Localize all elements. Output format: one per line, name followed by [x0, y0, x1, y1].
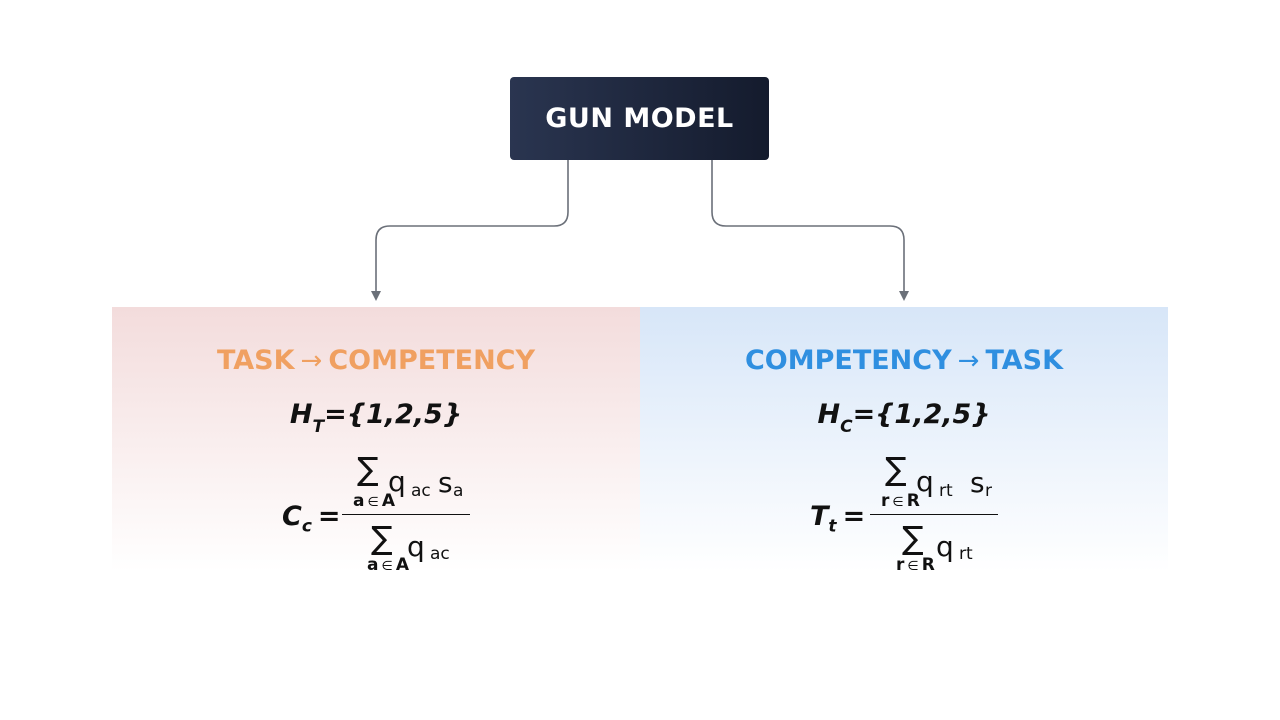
root-node-label: GUN MODEL: [545, 103, 734, 134]
left-lhs-equals: =: [317, 501, 341, 532]
left-num-q: q: [388, 465, 406, 498]
right-fraction-line: [870, 514, 998, 515]
left-num-q-sub: ac: [411, 481, 431, 501]
connector-right: [711, 160, 909, 301]
connector-left: [371, 160, 569, 301]
right-heading-to: TASK: [985, 345, 1064, 376]
right-lhs-equals: =: [842, 501, 866, 532]
right-formula: Tt= ∑ r∈R q rt s r ∑ r∈R q rt: [640, 450, 1168, 575]
right-num-index: r∈R: [881, 491, 920, 511]
right-num-sigma: ∑: [885, 450, 907, 488]
left-set-sub: T: [312, 417, 325, 438]
left-den-q-sub: ac: [430, 544, 450, 564]
right-heading: COMPETENCY→TASK: [640, 345, 1168, 376]
left-den-q: q: [407, 530, 425, 563]
root-node-gun-model: GUN MODEL: [510, 77, 769, 160]
left-heading-to: COMPETENCY: [328, 345, 536, 376]
right-set-equation: HC={1,2,5}: [640, 399, 1168, 438]
right-lhs-symbol: T: [810, 501, 829, 532]
left-den-index: a∈A: [367, 555, 409, 575]
right-set-sub: C: [840, 417, 853, 438]
right-num-q-sub: rt: [939, 481, 953, 501]
right-den-q: q: [936, 530, 954, 563]
left-heading-from: TASK: [216, 345, 295, 376]
right-formula-lhs: Tt=: [810, 501, 865, 536]
left-heading-arrow: →: [300, 346, 323, 376]
left-set-symbol: H: [289, 399, 313, 430]
left-formula: Cc= ∑ a∈A q ac s a ∑ a∈A q ac: [112, 450, 640, 575]
right-lhs-sub: t: [828, 516, 837, 537]
left-den-sigma: ∑: [371, 519, 393, 557]
right-heading-from: COMPETENCY: [744, 345, 952, 376]
left-num-s: s: [438, 466, 453, 499]
left-set-equation: HT={1,2,5}: [112, 399, 640, 438]
right-den-sigma: ∑: [902, 519, 924, 557]
left-formula-lhs: Cc=: [282, 501, 341, 536]
right-set-rest: ={1,2,5}: [852, 399, 991, 430]
left-set-rest: ={1,2,5}: [324, 399, 463, 430]
left-heading: TASK→COMPETENCY: [112, 345, 640, 376]
left-num-sigma: ∑: [357, 450, 379, 488]
right-num-s: s: [970, 466, 985, 499]
right-num-q: q: [916, 465, 934, 498]
left-num-s-sub: a: [453, 481, 464, 501]
panel-competency-to-task: COMPETENCY→TASK HC={1,2,5} Tt= ∑ r∈R q r…: [640, 307, 1168, 575]
panel-task-to-competency: TASK→COMPETENCY HT={1,2,5} Cc= ∑ a∈A q a…: [112, 307, 640, 575]
left-fraction-line: [342, 514, 470, 515]
right-num-s-sub: r: [985, 481, 992, 501]
right-den-q-sub: rt: [959, 544, 973, 564]
left-lhs-symbol: C: [282, 501, 302, 532]
right-den-index: r∈R: [896, 555, 935, 575]
right-set-symbol: H: [817, 399, 841, 430]
right-heading-arrow: →: [957, 346, 980, 376]
left-num-index: a∈A: [353, 491, 395, 511]
left-lhs-sub: c: [301, 516, 312, 537]
